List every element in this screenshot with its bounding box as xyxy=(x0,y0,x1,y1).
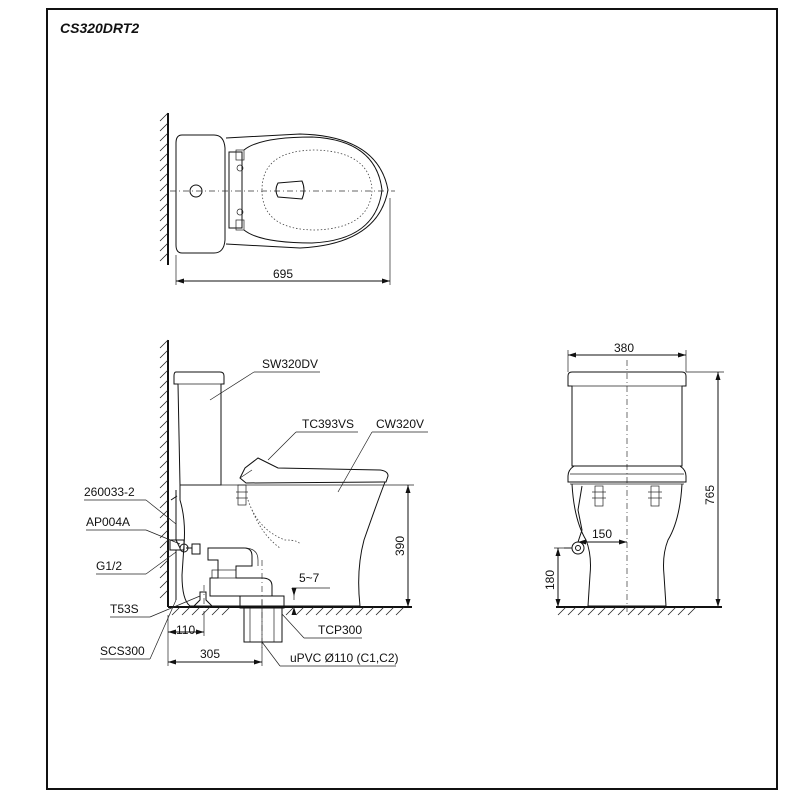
drawing-frame xyxy=(46,8,778,790)
label-valve: AP004A xyxy=(86,515,130,529)
plan-wall xyxy=(159,112,169,265)
front-hinge-bolts xyxy=(592,485,662,507)
model-title: CS320DRT2 xyxy=(60,20,139,36)
dim-length-label: 695 xyxy=(273,267,293,281)
dim-bolt-offset: 110 xyxy=(176,623,195,637)
side-seat xyxy=(239,457,389,484)
plan-view: 695 xyxy=(159,112,395,285)
label-thread: G1/2 xyxy=(96,559,122,573)
front-tank xyxy=(567,371,687,467)
label-cap: SCS300 xyxy=(100,644,145,658)
label-tank: SW320DV xyxy=(262,357,318,371)
dim-gap: 5~7 xyxy=(299,571,320,585)
dim-front-height: 765 xyxy=(703,485,717,505)
label-bolt: T53S xyxy=(110,602,139,616)
side-supply-valve xyxy=(169,490,201,600)
label-seat: TC393VS xyxy=(302,417,354,431)
dim-valve-height: 180 xyxy=(543,570,557,590)
front-supply-valve xyxy=(564,485,585,555)
side-trap xyxy=(207,547,273,597)
label-flange: TCP300 xyxy=(318,623,362,637)
dim-valve-offset: 150 xyxy=(592,527,612,541)
label-pipe: uPVC Ø110 (C1,C2) xyxy=(290,651,399,665)
side-floor-bolt xyxy=(192,591,214,607)
side-floor xyxy=(168,606,412,616)
side-bowl xyxy=(179,481,386,607)
side-view: SW320DV TC393VS CW320V 260033-2 AP004A G… xyxy=(84,339,428,667)
plan-drain xyxy=(275,180,305,200)
dim-rough-in: 305 xyxy=(200,647,220,661)
plan-tank xyxy=(175,134,226,254)
side-tank xyxy=(173,371,225,486)
label-bowl: CW320V xyxy=(376,417,424,431)
side-wall xyxy=(159,339,169,607)
plan-seat xyxy=(243,136,383,244)
plan-bowl-inner xyxy=(261,149,373,231)
dim-rim-height: 390 xyxy=(393,536,407,556)
front-bowl xyxy=(571,483,683,607)
plan-hinge xyxy=(228,151,243,229)
dim-front-width: 380 xyxy=(614,341,634,355)
front-floor xyxy=(556,606,722,616)
label-260033: 260033-2 xyxy=(84,485,135,499)
front-seat xyxy=(567,465,687,483)
plan-bowl-outer xyxy=(225,133,389,249)
plan-flush-button xyxy=(189,184,203,198)
front-view: 380 765 180 150 xyxy=(543,341,724,616)
